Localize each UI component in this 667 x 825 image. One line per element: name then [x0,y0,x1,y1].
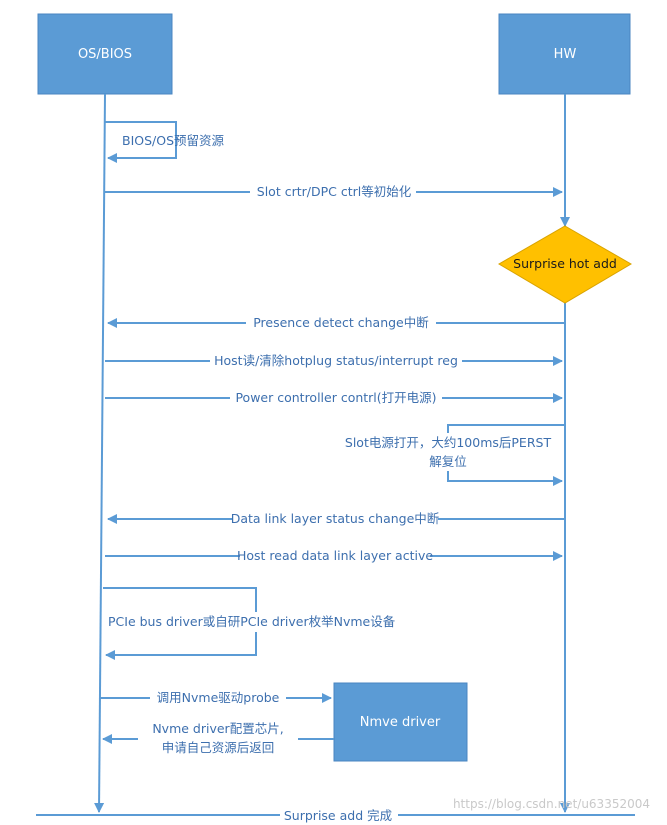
call-probe-label: 调用Nvme驱动probe [157,690,280,705]
dll-change-label: Data link layer status change中断 [231,511,440,526]
slot-power-label-1: Slot电源打开，大约100ms后PERST [345,435,552,450]
participant-hw: HW [498,13,631,95]
host-read-dll-label: Host read data link layer active [237,548,433,563]
participant-os-bios: OS/BIOS [37,13,173,95]
nvme-config-label-2: 申请自己资源后返回 [162,740,275,755]
power-ctrl-label: Power controller contrl(打开电源) [235,390,436,405]
completion-label: Surprise add 完成 [284,808,392,823]
bios-reserve-label: BIOS/OS预留资源 [122,133,225,148]
nvme-driver-label: Nmve driver [360,715,441,730]
presence-change-label: Presence detect change中断 [253,315,429,330]
os-bios-label: OS/BIOS [78,47,132,62]
surprise-hot-add-decision: Surprise hot add [498,225,632,304]
pcie-enum-label: PCIe bus driver或自研PCIe driver枚举Nvme设备 [108,614,396,629]
decision-label: Surprise hot add [513,256,617,271]
self-loop-reserve-arrow [105,121,177,163]
os-bios-lifeline [94,93,106,813]
hw-label: HW [554,47,577,62]
host-read-clear-label: Host读/清除hotplug status/interrupt reg [214,353,458,368]
nvme-config-label-1: Nvme driver配置芯片, [152,721,283,736]
participant-nvme-driver: Nmve driver [333,682,468,762]
slot-power-label-2: 解复位 [429,454,467,469]
slot-init-label: Slot crtr/DPC ctrl等初始化 [257,184,412,199]
watermark-text: https://blog.csdn.net/u63352004 [453,797,650,811]
